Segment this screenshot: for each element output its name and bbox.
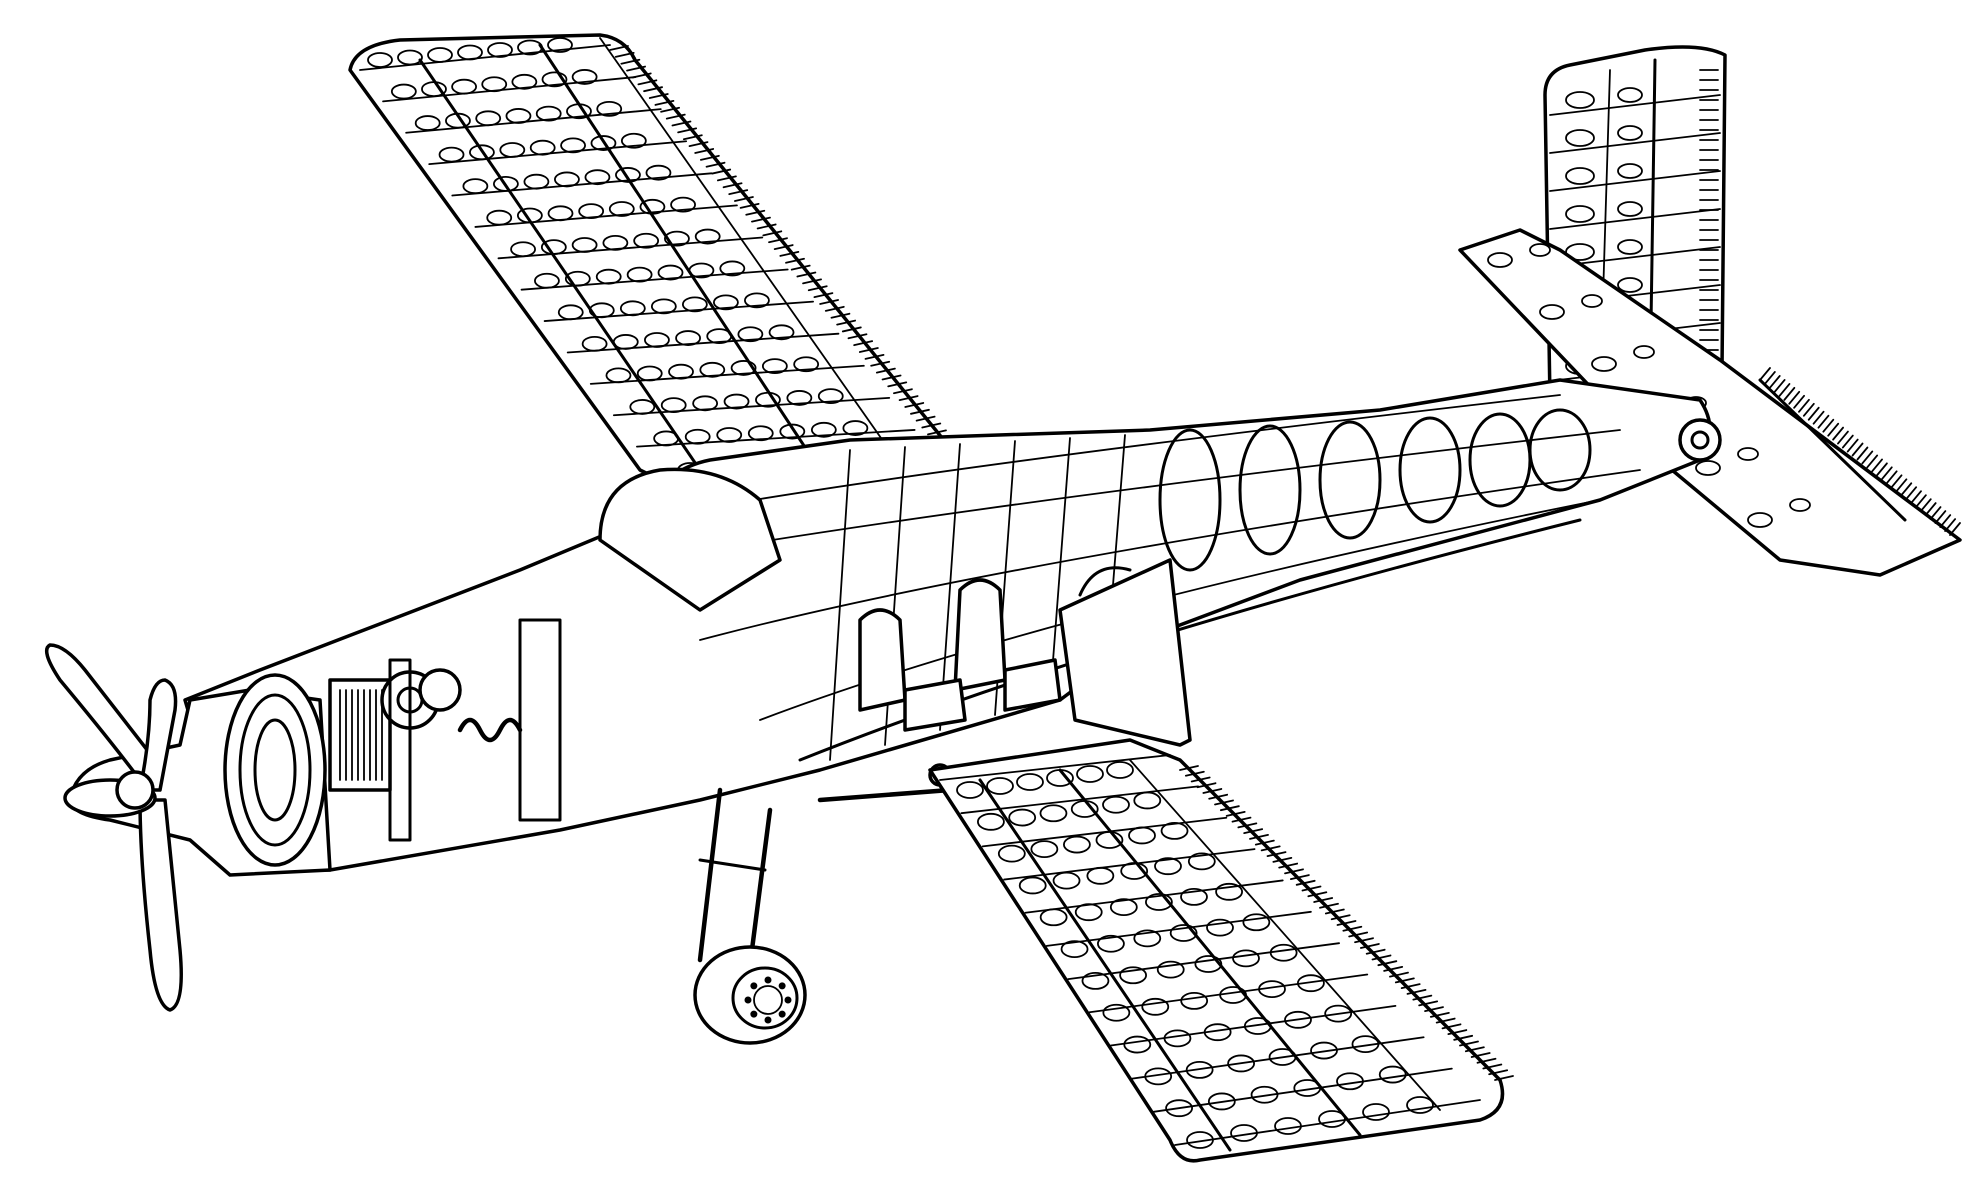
fuselage xyxy=(183,378,1722,872)
lower-wing xyxy=(928,738,1514,1163)
propeller xyxy=(44,643,183,1012)
main-landing-gear xyxy=(693,787,807,1045)
tail-wheel xyxy=(1678,418,1722,462)
engine-nose xyxy=(68,618,562,877)
upper-wing xyxy=(348,33,964,482)
wing-strut xyxy=(817,787,953,803)
cabin-seats xyxy=(858,578,1062,732)
